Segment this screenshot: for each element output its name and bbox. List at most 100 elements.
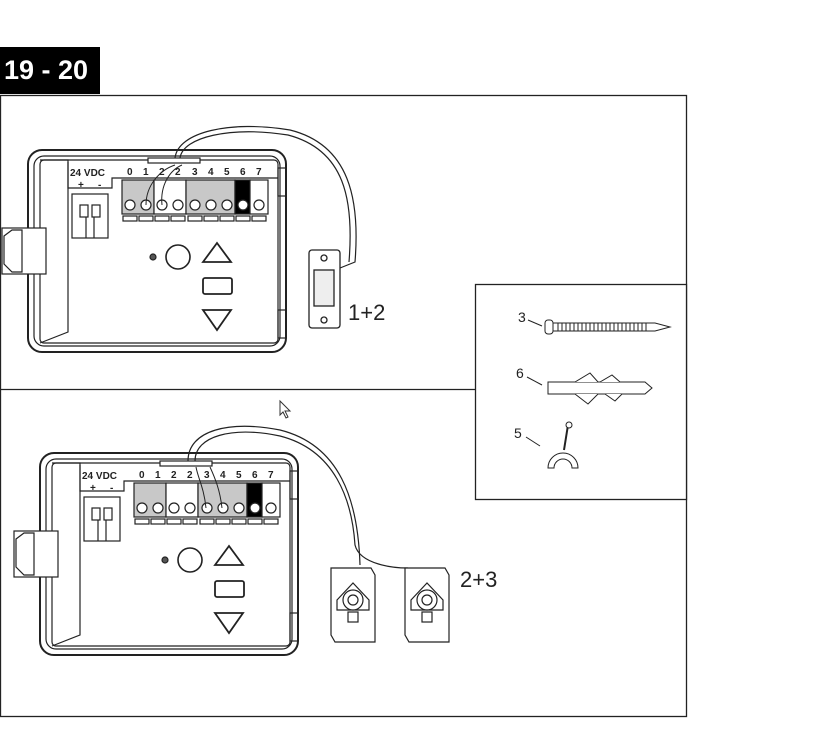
- housing-left-wall: [51, 462, 81, 647]
- cable-slot: [147, 157, 201, 164]
- power-plus-label: +: [78, 180, 84, 191]
- power-minus-label: -: [110, 483, 113, 494]
- terminal-label-3: 3: [204, 470, 210, 481]
- terminal-label-5: 5: [224, 167, 230, 178]
- terminal-label-6: 6: [252, 470, 258, 481]
- terminal-screw-3: [201, 502, 213, 514]
- stop-button: [202, 277, 233, 295]
- wall-switch: [308, 249, 341, 329]
- power-socket-plus: [79, 204, 89, 218]
- side-latch: [277, 167, 287, 197]
- terminal-label-2: 2: [171, 470, 177, 481]
- terminal-label-7: 7: [268, 470, 274, 481]
- terminal-screw-2: [172, 199, 184, 211]
- screw-hole: [320, 254, 328, 262]
- mouse-cursor-icon: [279, 399, 292, 419]
- program-button: [165, 244, 191, 270]
- part-number-5: 5: [514, 425, 522, 441]
- terminal-label-0: 0: [127, 167, 133, 178]
- terminal-screw-1: [152, 502, 164, 514]
- terminal-release-6: [247, 518, 263, 525]
- mounting-clip: [1, 227, 47, 275]
- terminal-release-2: [170, 215, 186, 222]
- terminal-screw-7: [265, 502, 277, 514]
- power-connector: [83, 496, 121, 542]
- terminal-label-0: 0: [139, 470, 145, 481]
- sensor-lens: [347, 594, 359, 606]
- terminal-release-0: [134, 518, 150, 525]
- power-plus-label: +: [90, 483, 96, 494]
- sensor-left: [330, 567, 376, 643]
- wall-switch-rocker: [313, 269, 335, 307]
- section-title: 19 - 20: [4, 55, 88, 85]
- stop-button: [214, 580, 245, 598]
- terminal-release-4: [203, 215, 219, 222]
- side-latch: [277, 309, 287, 339]
- terminal-screw-5: [221, 199, 233, 211]
- terminal-release-5: [219, 215, 235, 222]
- terminal-release-6: [235, 215, 251, 222]
- wall-switch-cable: [179, 131, 351, 263]
- terminal-screw-7: [253, 199, 265, 211]
- terminal-release-3: [199, 518, 215, 525]
- housing-left-wall: [39, 159, 69, 344]
- terminal-label-6: 6: [240, 167, 246, 178]
- mounting-clip-inner: [3, 229, 23, 273]
- terminal-label-2: 2: [187, 470, 193, 481]
- terminal-label-2: 2: [175, 167, 181, 178]
- terminal-release-2: [154, 215, 170, 222]
- power-connector-split: [85, 217, 95, 238]
- terminal-label-1: 1: [143, 167, 149, 178]
- terminal-screw-0: [124, 199, 136, 211]
- terminal-label-3: 3: [192, 167, 198, 178]
- terminal-label-4: 4: [220, 470, 226, 481]
- down-button: [201, 309, 233, 332]
- wiring-label-2-3: 2+3: [460, 567, 497, 592]
- down-button: [213, 612, 245, 635]
- up-button: [201, 241, 233, 263]
- program-button: [177, 547, 203, 573]
- terminal-screw-2: [184, 502, 196, 514]
- terminal-release-3: [187, 215, 203, 222]
- power-socket-minus: [103, 507, 113, 521]
- section-title-box: [0, 47, 100, 94]
- cable-slot: [159, 460, 213, 467]
- terminal-screw-2: [168, 502, 180, 514]
- terminal-screw-5: [233, 502, 245, 514]
- terminal-release-4: [215, 518, 231, 525]
- terminal-release-0: [122, 215, 138, 222]
- terminal-release-7: [263, 518, 279, 525]
- wall-switch-cable: [174, 125, 357, 269]
- power-socket-plus: [91, 507, 101, 521]
- status-led: [149, 253, 157, 261]
- power-socket-minus: [91, 204, 101, 218]
- terminal-release-1: [138, 215, 154, 222]
- sensor-lens: [421, 594, 433, 606]
- terminal-screw-6: [237, 199, 249, 211]
- wall-plug-icon: [547, 372, 653, 405]
- terminal-label-5: 5: [236, 470, 242, 481]
- power-label: 24 VDC: [82, 471, 117, 482]
- sensor-mount: [347, 611, 359, 623]
- screw-icon: [544, 319, 672, 335]
- terminal-wires: [145, 164, 183, 206]
- part-number-6: 6: [516, 365, 524, 381]
- power-minus-label: -: [98, 180, 101, 191]
- terminal-release-7: [251, 215, 267, 222]
- sensor-right: [404, 567, 450, 643]
- status-led: [161, 556, 169, 564]
- terminal-label-1: 1: [155, 470, 161, 481]
- terminal-header-outline: [79, 465, 290, 492]
- terminal-screw-6: [249, 502, 261, 514]
- power-connector: [71, 193, 109, 239]
- terminal-screw-4: [217, 502, 229, 514]
- power-connector-split: [97, 520, 107, 541]
- sensor-cable: [187, 425, 361, 566]
- up-button: [213, 544, 245, 566]
- mounting-clip-inner: [15, 532, 35, 576]
- power-label: 24 VDC: [70, 168, 105, 179]
